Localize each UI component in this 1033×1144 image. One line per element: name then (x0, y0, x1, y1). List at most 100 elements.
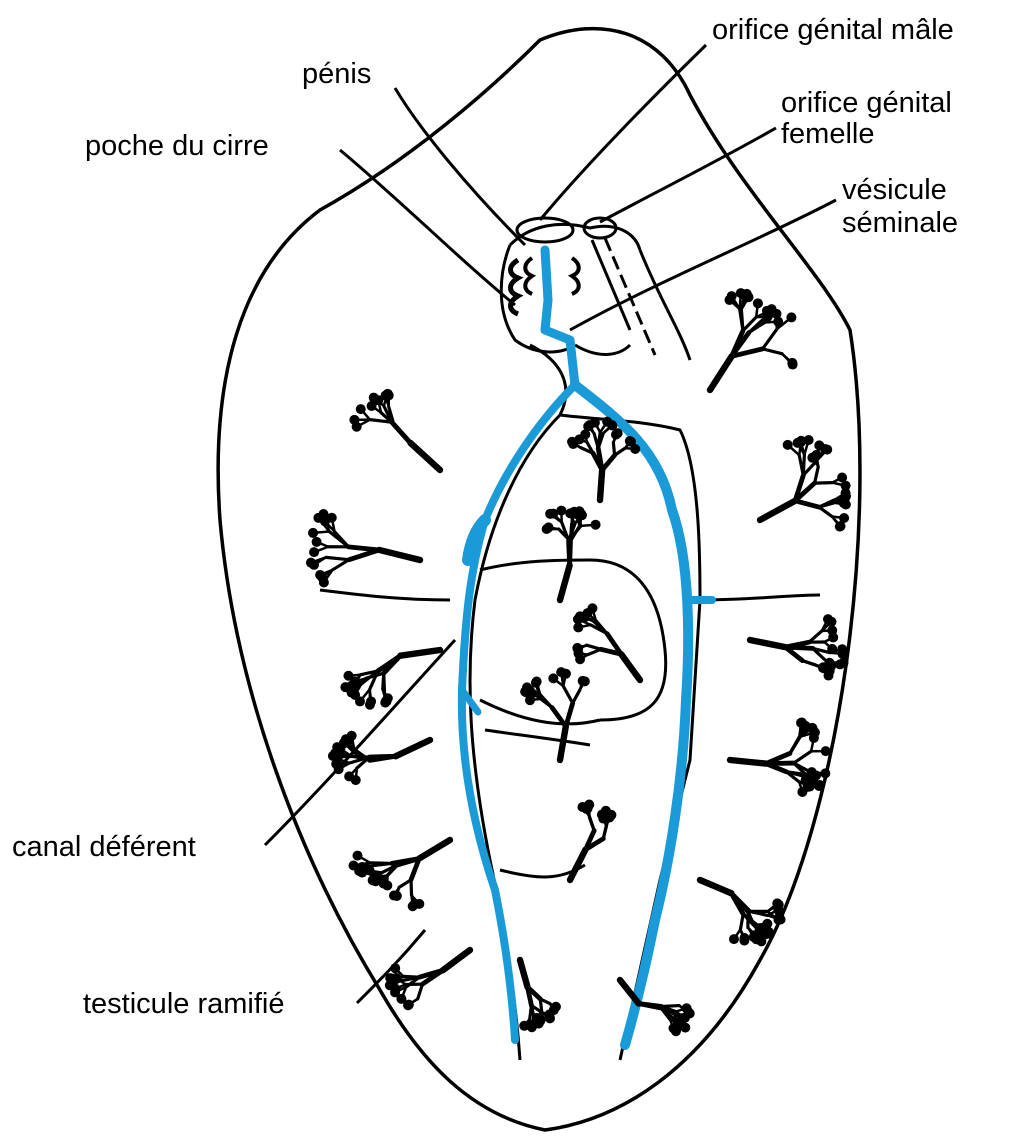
testis-branch (794, 751, 811, 763)
testis-lobe (764, 929, 774, 939)
testis-lobe (308, 528, 318, 538)
testis-lobe (309, 560, 319, 570)
testis-lobe (838, 649, 848, 659)
testis-lobe (762, 919, 772, 929)
testis-branch (819, 503, 834, 507)
testis-lobe (797, 717, 807, 727)
testis-branch (563, 686, 572, 703)
testis-lobe (815, 780, 825, 790)
testis-lobe (786, 312, 796, 322)
testis-lobe (587, 603, 597, 613)
leader-orifice-male (540, 45, 706, 220)
testis-branch (384, 673, 385, 691)
testis-lobe (820, 768, 830, 778)
testis-branch (520, 960, 527, 987)
testis-lobe (350, 681, 360, 691)
testis-branch (588, 649, 601, 654)
testis-branch (370, 863, 392, 864)
testis-lobe (341, 734, 351, 744)
testis-lobe (837, 472, 847, 482)
testis-lobe (536, 1014, 546, 1024)
testicule-ramifie-branches (306, 288, 851, 1036)
testis-lobe (773, 317, 783, 327)
testis-lobe (344, 771, 354, 781)
testis-lobe (724, 295, 734, 305)
testis-lobe (751, 934, 761, 944)
label-testicule-ramifie: testicule ramifié (83, 989, 284, 1020)
testis-branch (392, 422, 411, 443)
testis-lobe (820, 444, 830, 454)
testis-branch (560, 726, 566, 760)
testis-lobe (548, 509, 558, 519)
testis-branch (418, 984, 423, 999)
testis-lobe (826, 617, 836, 627)
testis-branch (790, 736, 800, 754)
label-canal-deferent: canal déférent (12, 832, 196, 863)
testis-lobe (355, 696, 365, 706)
testis-lobe (519, 1021, 529, 1031)
testis-lobe (315, 570, 325, 580)
label-orifice-genital-male: orifice génital mâle (712, 15, 954, 46)
testis-lobe (383, 389, 393, 399)
testis-lobe (380, 698, 390, 708)
testis-lobe (839, 498, 849, 508)
testis-branch (763, 329, 777, 349)
testis-lobe (349, 415, 359, 425)
testis-lobe (685, 1008, 695, 1018)
testis-branch (600, 470, 602, 500)
label-orifice-genital-femelle-line2: femelle (781, 119, 875, 150)
testis-lobe (802, 782, 812, 792)
leader-orifice-femelle (600, 128, 776, 222)
testis-lobe (835, 659, 845, 669)
testis-branch (766, 763, 794, 764)
testis-lobe (404, 1000, 414, 1010)
testis-lobe (774, 900, 784, 910)
testis-lobe (729, 934, 739, 944)
testis-lobe (818, 663, 828, 673)
testis-branch (710, 356, 732, 390)
testis-branch (730, 760, 766, 764)
testis-branch (819, 507, 832, 516)
testis-branch (332, 560, 349, 570)
testis-branch (396, 740, 430, 756)
testis-branch (815, 467, 819, 483)
testis-lobe (313, 513, 323, 523)
testis-lobe (611, 430, 621, 440)
testis-branch (662, 1006, 680, 1007)
canal-deferent-blue (462, 250, 712, 1045)
testis-lobe (392, 891, 402, 901)
testis-lobe (356, 404, 366, 414)
testis-branch (540, 999, 541, 1011)
testis-lobe (580, 676, 590, 686)
testis-branch (760, 501, 795, 520)
testis-branch (795, 501, 819, 507)
testis-lobe (408, 901, 418, 911)
testis-branch (400, 650, 440, 656)
testis-lobe (573, 622, 583, 632)
testis-branch (443, 950, 470, 970)
testis-lobe (391, 984, 401, 994)
testis-branch (590, 818, 594, 830)
testis-branch (560, 565, 570, 600)
testis-branch (763, 349, 782, 354)
testis-branch (573, 690, 580, 703)
testis-branch (740, 914, 743, 929)
label-vesicule-seminale-line2: séminale (842, 208, 958, 239)
leader-poche-du-cirre (340, 150, 515, 305)
testis-branch (411, 443, 440, 470)
testis-lobe (753, 298, 763, 308)
label-vesicule-seminale-line1: vésicule (842, 175, 947, 206)
testis-lobe (544, 522, 554, 532)
testis-lobe (739, 936, 749, 946)
testis-lobe (574, 648, 584, 658)
testis-branch (419, 840, 450, 859)
central-organs (320, 345, 820, 1060)
testis-branch (326, 557, 349, 559)
testis-lobe (352, 851, 362, 861)
testis-branch (700, 880, 731, 893)
testis-lobe (520, 687, 530, 697)
testis-lobe (821, 746, 831, 756)
testis-lobe (556, 667, 566, 677)
testis-branch (613, 442, 614, 455)
